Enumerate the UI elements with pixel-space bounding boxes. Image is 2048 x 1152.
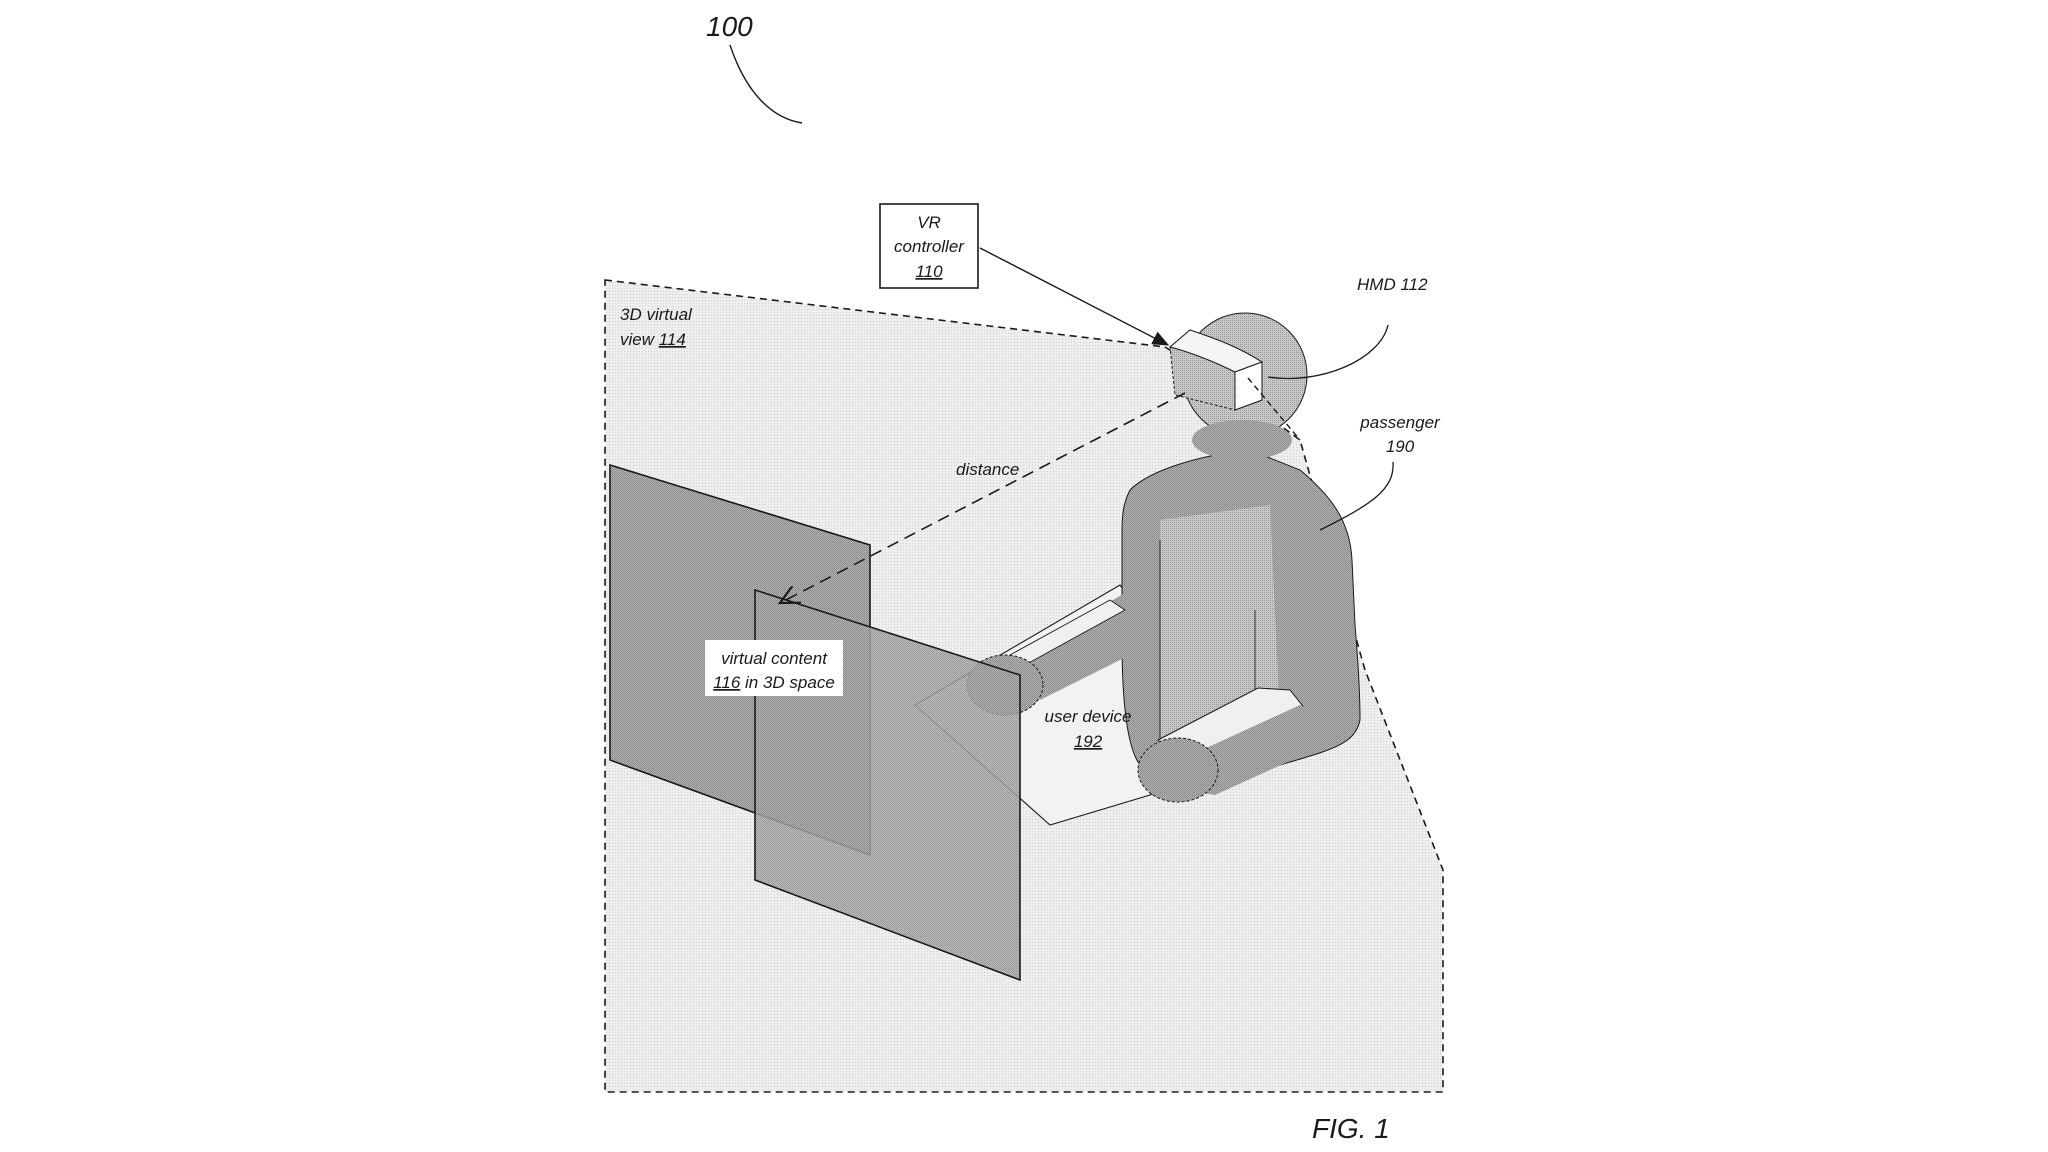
right-hand [1137,737,1219,803]
right-arm [1180,705,1335,795]
ref-100-leader [729,44,803,124]
vr-controller-ref: 110 [915,262,943,281]
vr-controller-label-line2: controller [894,237,965,256]
vr-controller-label-line1: VR [917,213,941,232]
virtual-view-label-line1: 3D virtual [620,305,693,324]
user-device-ref: 192 [1074,732,1103,751]
user-device-label-line1: user device [1045,707,1132,726]
virtual-view-ref: 114 [659,330,686,349]
vr-controller-box [879,203,979,289]
frustum-edge [1247,377,1301,441]
distance-label: distance [956,460,1019,479]
distance-arrow [780,392,1186,603]
passenger-label-line2: 190 [1386,437,1415,456]
passenger-torso-front [1160,505,1280,740]
passenger-leader [1319,461,1394,531]
virtual-view-label-line2: view 114 [620,330,686,349]
torso-edges [1159,540,1256,740]
ref-100-label: 100 [706,11,753,42]
virtual-content-label-line1: virtual content [721,649,828,668]
virtual-content-label-line2: 116 in 3D space [713,673,835,692]
passenger-neck [1192,420,1292,460]
vr-controller-arrow [979,247,1170,346]
hmd-label: HMD 112 [1357,275,1428,294]
hmd-leader [1267,324,1389,380]
virtual-content-label-bg [705,640,843,696]
hmd-front [1234,361,1263,411]
virtual-content-ref: 116 [713,673,741,692]
passenger-label-line1: passenger [1359,413,1441,432]
figure-caption: FIG. 1 [1312,1113,1390,1144]
